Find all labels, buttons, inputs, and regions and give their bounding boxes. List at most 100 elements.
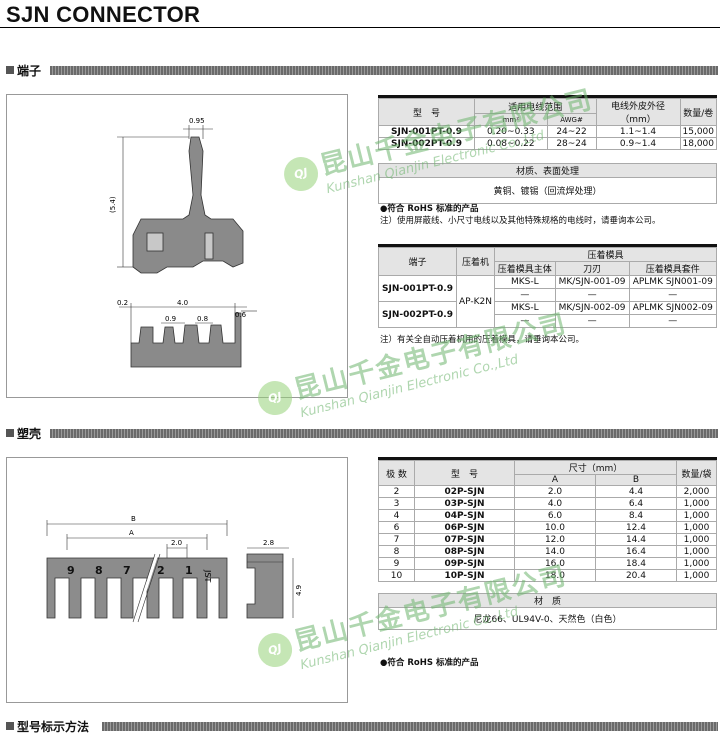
section-bar-housing: 塑壳	[0, 425, 720, 442]
cell-blade: MK/SJN-002-09	[554, 301, 630, 315]
cell-b: 12.4	[594, 521, 678, 534]
cell-a: 18.0	[514, 569, 596, 582]
cell-type: 07P-SJN	[414, 533, 515, 546]
cell-type: 08P-SJN	[414, 545, 515, 558]
cell-b: 8.4	[594, 509, 678, 522]
pin-label-1: 1	[185, 564, 193, 577]
cell-qty: 1,000	[676, 509, 717, 522]
cell-type: 10P-SJN	[414, 569, 515, 582]
cell-outer: 1.1~1.4	[595, 125, 681, 138]
title-rule	[0, 27, 720, 28]
table-row: SJN-001PT-0.9 0.20~0.33 24~22 1.1~1.4 15…	[378, 125, 717, 138]
section-stripe	[50, 66, 718, 75]
section-bar-terminal: 端子	[0, 62, 720, 79]
housing-drawing: B A 2.0 2.8 4.9 9 8 7 2 1 JST	[46, 515, 303, 623]
th-die: 压着模具	[494, 247, 717, 262]
cell-kit: —	[628, 288, 718, 302]
cell-awg: 28~24	[546, 137, 597, 150]
pin-label-2: 2	[157, 564, 165, 577]
th-die-body: 压着模具主体	[494, 261, 556, 276]
crimp-tool-table: 端子 压着机 压着模具 压着模具主体 刀刃 压着模具套件 SJN-001PT-0…	[378, 247, 718, 328]
table-top-rule	[378, 457, 717, 460]
section-stripe	[102, 722, 718, 731]
cell-awg: 24~22	[546, 125, 597, 138]
table-row: SJN-002PT-0.9 MKS-L MK/SJN-002-09 APLMK …	[378, 301, 718, 328]
th-a: A	[514, 474, 596, 486]
cell-type: SJN-002PT-0.9	[378, 137, 475, 150]
section-title-terminal: 端子	[17, 62, 44, 79]
table-top-rule	[378, 244, 717, 247]
page-title: SJN CONNECTOR	[6, 2, 201, 27]
table-row: SJN-001PT-0.9 AP-K2N MKS-L MK/SJN-001-09…	[378, 275, 718, 328]
rohs-note-housing: ●符合 RoHS 标准的产品	[380, 658, 479, 668]
th-dim: 尺寸（mm）	[514, 460, 677, 475]
cell-b: 4.4	[594, 485, 678, 498]
crimp-note: 注）有关全自动压着机用的压着模具，请垂询本公司。	[380, 335, 585, 345]
cell-poles: 3	[378, 497, 415, 510]
th-kit: 压着模具套件	[628, 261, 718, 276]
section-stripe	[50, 429, 718, 438]
terminal-drawing: 0.95 (5.4) 0.2 4.0 0.6 0.9 0.8	[109, 117, 257, 368]
dim-0-8: 0.8	[197, 315, 208, 323]
terminal-spec-table: 型 号 适用电线范围 电线外皮外径（mm） 数量/卷 mm² AWG# SJN-…	[378, 97, 717, 204]
cell-type: SJN-001PT-0.9	[378, 125, 475, 138]
cell-type: 06P-SJN	[414, 521, 515, 534]
pin-label-8: 8	[95, 564, 103, 577]
dim-height: (5.4)	[109, 196, 117, 213]
cell-qty: 1,000	[676, 521, 717, 534]
cell-blade: —	[554, 288, 630, 302]
cell-body: —	[494, 288, 556, 302]
th-qty: 数量/袋	[676, 460, 717, 486]
th-poles: 极 数	[378, 460, 415, 486]
cell-type: 02P-SJN	[414, 485, 515, 498]
cell-qty: 2,000	[676, 485, 717, 498]
th-type: 型 号	[414, 460, 515, 486]
cell-qty: 1,000	[676, 557, 717, 570]
section-bar-part-number: 型号标示方法	[0, 718, 720, 735]
cell-blade: —	[554, 314, 630, 328]
cell-b: 18.4	[594, 557, 678, 570]
cell-b: 6.4	[594, 497, 678, 510]
cell-poles: 2	[378, 485, 415, 498]
cell-type: 09P-SJN	[414, 557, 515, 570]
cell-poles: 10	[378, 569, 415, 582]
th-material: 材 质	[378, 593, 717, 608]
cell-poles: 8	[378, 545, 415, 558]
section-marker	[6, 66, 14, 74]
dim-0-2: 0.2	[117, 299, 128, 307]
dim-0-9: 0.9	[165, 315, 176, 323]
cell-b: 16.4	[594, 545, 678, 558]
section-title-part-number: 型号标示方法	[17, 718, 92, 735]
cell-a: 10.0	[514, 521, 596, 534]
cell-body: MKS-L	[494, 275, 556, 289]
housing-drawing-panel: B A 2.0 2.8 4.9 9 8 7 2 1 JST	[6, 457, 348, 703]
dim-4-0: 4.0	[177, 299, 188, 307]
pin-label-9: 9	[67, 564, 75, 577]
th-material: 材质、表面处理	[378, 163, 717, 178]
cell-material: 黄铜、镀锡（回流焊处理）	[378, 177, 717, 204]
dim-0-6: 0.6	[235, 311, 247, 319]
cell-body: MKS-L	[494, 301, 556, 315]
cell-body: —	[494, 314, 556, 328]
cell-blade: MK/SJN-001-09	[554, 275, 630, 289]
cell-qty: 1,000	[676, 533, 717, 546]
cell-qty: 1,000	[676, 497, 717, 510]
th-qty: 数量/卷	[679, 98, 717, 126]
cell-qty: 1,000	[676, 569, 717, 582]
th-outer: 电线外皮外径（mm）	[595, 98, 681, 126]
th-b: B	[594, 474, 678, 486]
cell-terminal: SJN-001PT-0.9	[378, 275, 457, 302]
cell-b: 14.4	[594, 533, 678, 546]
dim-4-9: 4.9	[295, 585, 303, 596]
terminal-note: 注）使用屏蔽线、小尺寸电线以及其他特殊规格的电线时，请垂询本公司。	[380, 216, 661, 226]
cell-a: 14.0	[514, 545, 596, 558]
cell-a: 4.0	[514, 497, 596, 510]
cell-type: 04P-SJN	[414, 509, 515, 522]
cell-machine: AP-K2N	[456, 275, 495, 328]
terminal-drawing-panel: 0.95 (5.4) 0.2 4.0 0.6 0.9 0.8	[6, 94, 348, 398]
